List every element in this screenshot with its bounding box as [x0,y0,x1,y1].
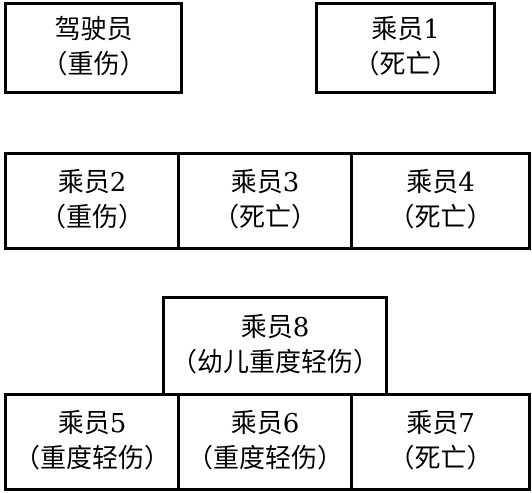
seat-occupant-4-name: 乘员4 [406,167,475,198]
seat-occupant-2: 乘员2 （重伤） [4,152,180,250]
seat-occupant-6-name: 乘员6 [230,408,300,439]
seat-occupant-5-status: （重度轻伤） [13,444,170,474]
seat-driver-name: 驾驶员 [54,14,133,45]
seat-occupant-8-name: 乘员8 [240,312,310,343]
seat-occupant-4: 乘员4 （死亡） [350,152,531,250]
seat-occupant-7-name: 乘员7 [406,408,475,439]
seat-occupant-8-status: （幼儿重度轻伤） [170,348,379,378]
seat-driver-status: （重伤） [41,50,146,80]
seat-occupant-3: 乘员3 （死亡） [177,152,353,250]
seat-occupant-4-status: （死亡） [388,203,493,233]
seat-occupant-1-name: 乘员1 [371,14,440,45]
seat-occupant-2-status: （重伤） [39,203,144,233]
seat-occupant-7-status: （死亡） [388,444,493,474]
seat-occupant-5-name: 乘员5 [57,408,127,439]
seat-occupant-8: 乘员8 （幼儿重度轻伤） [162,296,388,396]
seat-occupant-7: 乘员7 （死亡） [350,393,531,491]
seat-occupant-5: 乘员5 （重度轻伤） [4,393,180,491]
seat-occupant-6-status: （重度轻伤） [186,444,343,474]
seat-occupant-1-status: （死亡） [353,50,458,80]
seat-occupant-2-name: 乘员2 [57,167,127,198]
seat-occupant-1: 乘员1 （死亡） [315,2,496,94]
seat-occupant-3-name: 乘员3 [230,167,300,198]
seat-occupant-3-status: （死亡） [212,203,317,233]
seat-driver: 驾驶员 （重伤） [4,2,183,94]
seat-occupant-6: 乘员6 （重度轻伤） [177,393,353,491]
